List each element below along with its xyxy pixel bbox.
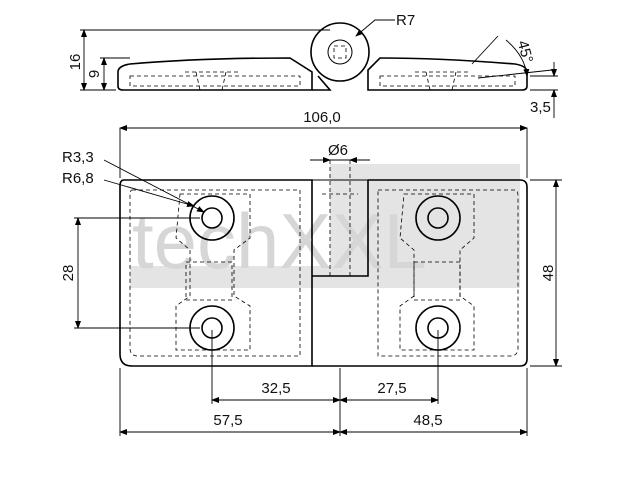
label-vertical-48: 48 <box>540 265 557 282</box>
watermark: techXXL <box>130 164 520 288</box>
label-radius-6-8: R6,8 <box>62 170 94 187</box>
label-angle-45: 45° <box>514 39 536 65</box>
label-vertical-28: 28 <box>60 265 77 282</box>
label-thickness-3-5: 3,5 <box>530 99 551 116</box>
label-radius-3-3: R3,3 <box>62 149 94 166</box>
label-dim-27-5: 27,5 <box>377 380 406 397</box>
label-dim-48-5: 48,5 <box>413 412 442 429</box>
label-dim-32-5: 32,5 <box>261 380 290 397</box>
label-height-16: 16 <box>67 54 84 71</box>
label-height-9: 9 <box>86 70 103 78</box>
label-width-106: 106,0 <box>303 109 341 126</box>
side-view <box>80 19 558 118</box>
dimension-labels: R7 45° 16 9 3,5 106,0 Ø6 R3,3 R6,8 28 48… <box>60 12 557 429</box>
label-diameter-6: Ø6 <box>328 142 348 159</box>
plan-view <box>74 125 562 436</box>
watermark-text: techXXL <box>132 197 427 285</box>
label-r7: R7 <box>396 12 415 29</box>
label-dim-57-5: 57,5 <box>213 412 242 429</box>
